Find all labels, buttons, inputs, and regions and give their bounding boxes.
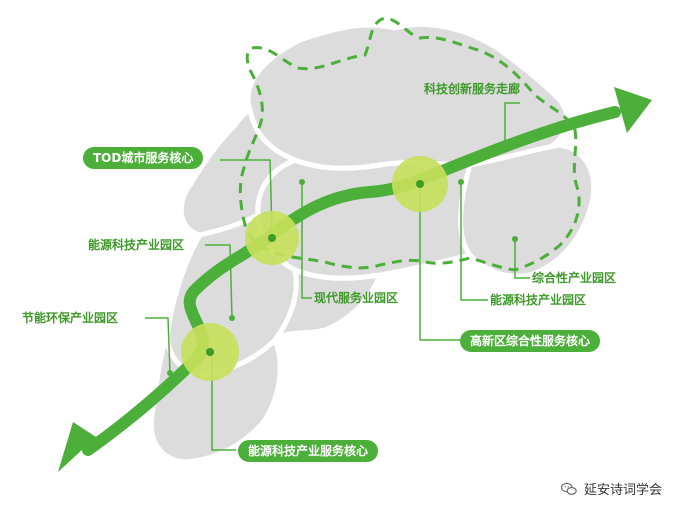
wechat-icon xyxy=(560,482,577,495)
marker-dots xyxy=(167,140,518,376)
arrow-head-southwest xyxy=(58,422,96,472)
watermark-text: 延安诗词学会 xyxy=(583,483,662,498)
leader-comprehensive xyxy=(514,239,530,279)
marker-modern-service xyxy=(299,179,305,185)
label-energy-park-left: 能源科技产业园区 xyxy=(88,238,185,252)
leader-hitech-core xyxy=(419,185,460,341)
label-energy-saving-park: 节能环保产业园区 xyxy=(22,311,119,325)
district-shapes xyxy=(148,21,597,465)
leader-lines xyxy=(145,102,530,451)
watermark: 延安诗词学会 xyxy=(560,479,662,498)
label-modern-service-park: 现代服务业园区 xyxy=(314,291,399,305)
label-comprehensive-park: 综合性产业园区 xyxy=(532,271,617,285)
label-tod-core: TOD城市服务核心 xyxy=(83,147,204,169)
label-tech-corridor: 科技创新服务走廊 xyxy=(424,82,521,96)
label-energy-service-core: 能源科技产业服务核心 xyxy=(238,440,379,462)
energy-core-dot xyxy=(206,348,214,356)
marker-energy-park-right xyxy=(458,179,464,185)
leader-energy-park-right xyxy=(460,182,488,301)
core-nodes xyxy=(181,156,448,381)
marker-energy-park-left xyxy=(229,315,235,321)
label-hitech-core: 高新区综合性服务核心 xyxy=(460,330,601,352)
leader-energy-saving xyxy=(145,317,171,374)
marker-tech-corridor xyxy=(502,140,508,146)
hitech-core-dot xyxy=(416,180,424,188)
arrow-head-northeast xyxy=(614,87,652,133)
leader-energy-park-left xyxy=(205,244,233,319)
leader-tod-core xyxy=(220,159,273,233)
leader-energy-service-core xyxy=(211,352,236,451)
marker-energy-saving xyxy=(167,370,173,376)
leader-tech-corridor xyxy=(504,102,520,143)
marker-comprehensive xyxy=(512,236,518,242)
label-energy-park-right: 能源科技产业园区 xyxy=(490,293,587,307)
tod-core-dot xyxy=(268,234,276,242)
